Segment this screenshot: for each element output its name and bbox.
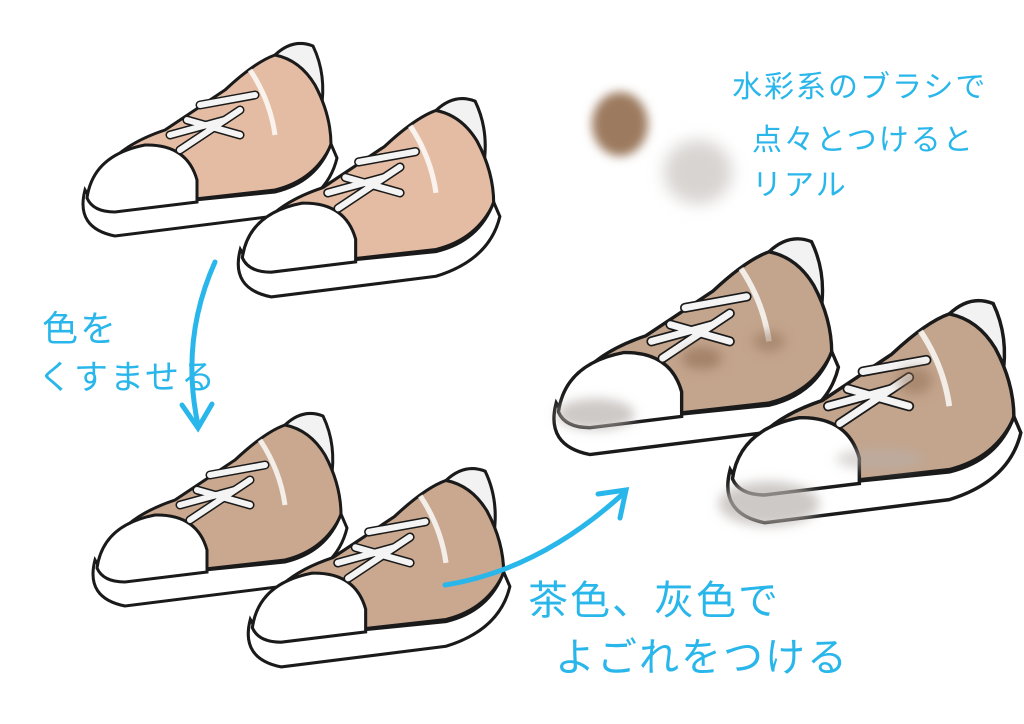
tip-line3: リアル (752, 168, 848, 203)
arrow-down (179, 259, 218, 433)
dirt-spots (556, 331, 933, 527)
dulled-sneakers (93, 413, 510, 666)
original-sneakers (83, 43, 500, 296)
step2-label-line2: よごれをつける (555, 635, 849, 681)
brown-brush-swatch (592, 92, 648, 156)
step2-label-line1: 茶色、灰色で (528, 578, 780, 624)
arrow-right (442, 487, 630, 588)
step1-label-line1: 色を (42, 309, 119, 350)
tip-line1: 水彩系のブラシで (732, 70, 988, 105)
step1-label-line2: くすませる (38, 358, 217, 398)
gray-brush-swatch (664, 140, 732, 204)
dirty-sneakers (554, 239, 1021, 526)
tip-line2: 点々とつけると (752, 123, 975, 158)
